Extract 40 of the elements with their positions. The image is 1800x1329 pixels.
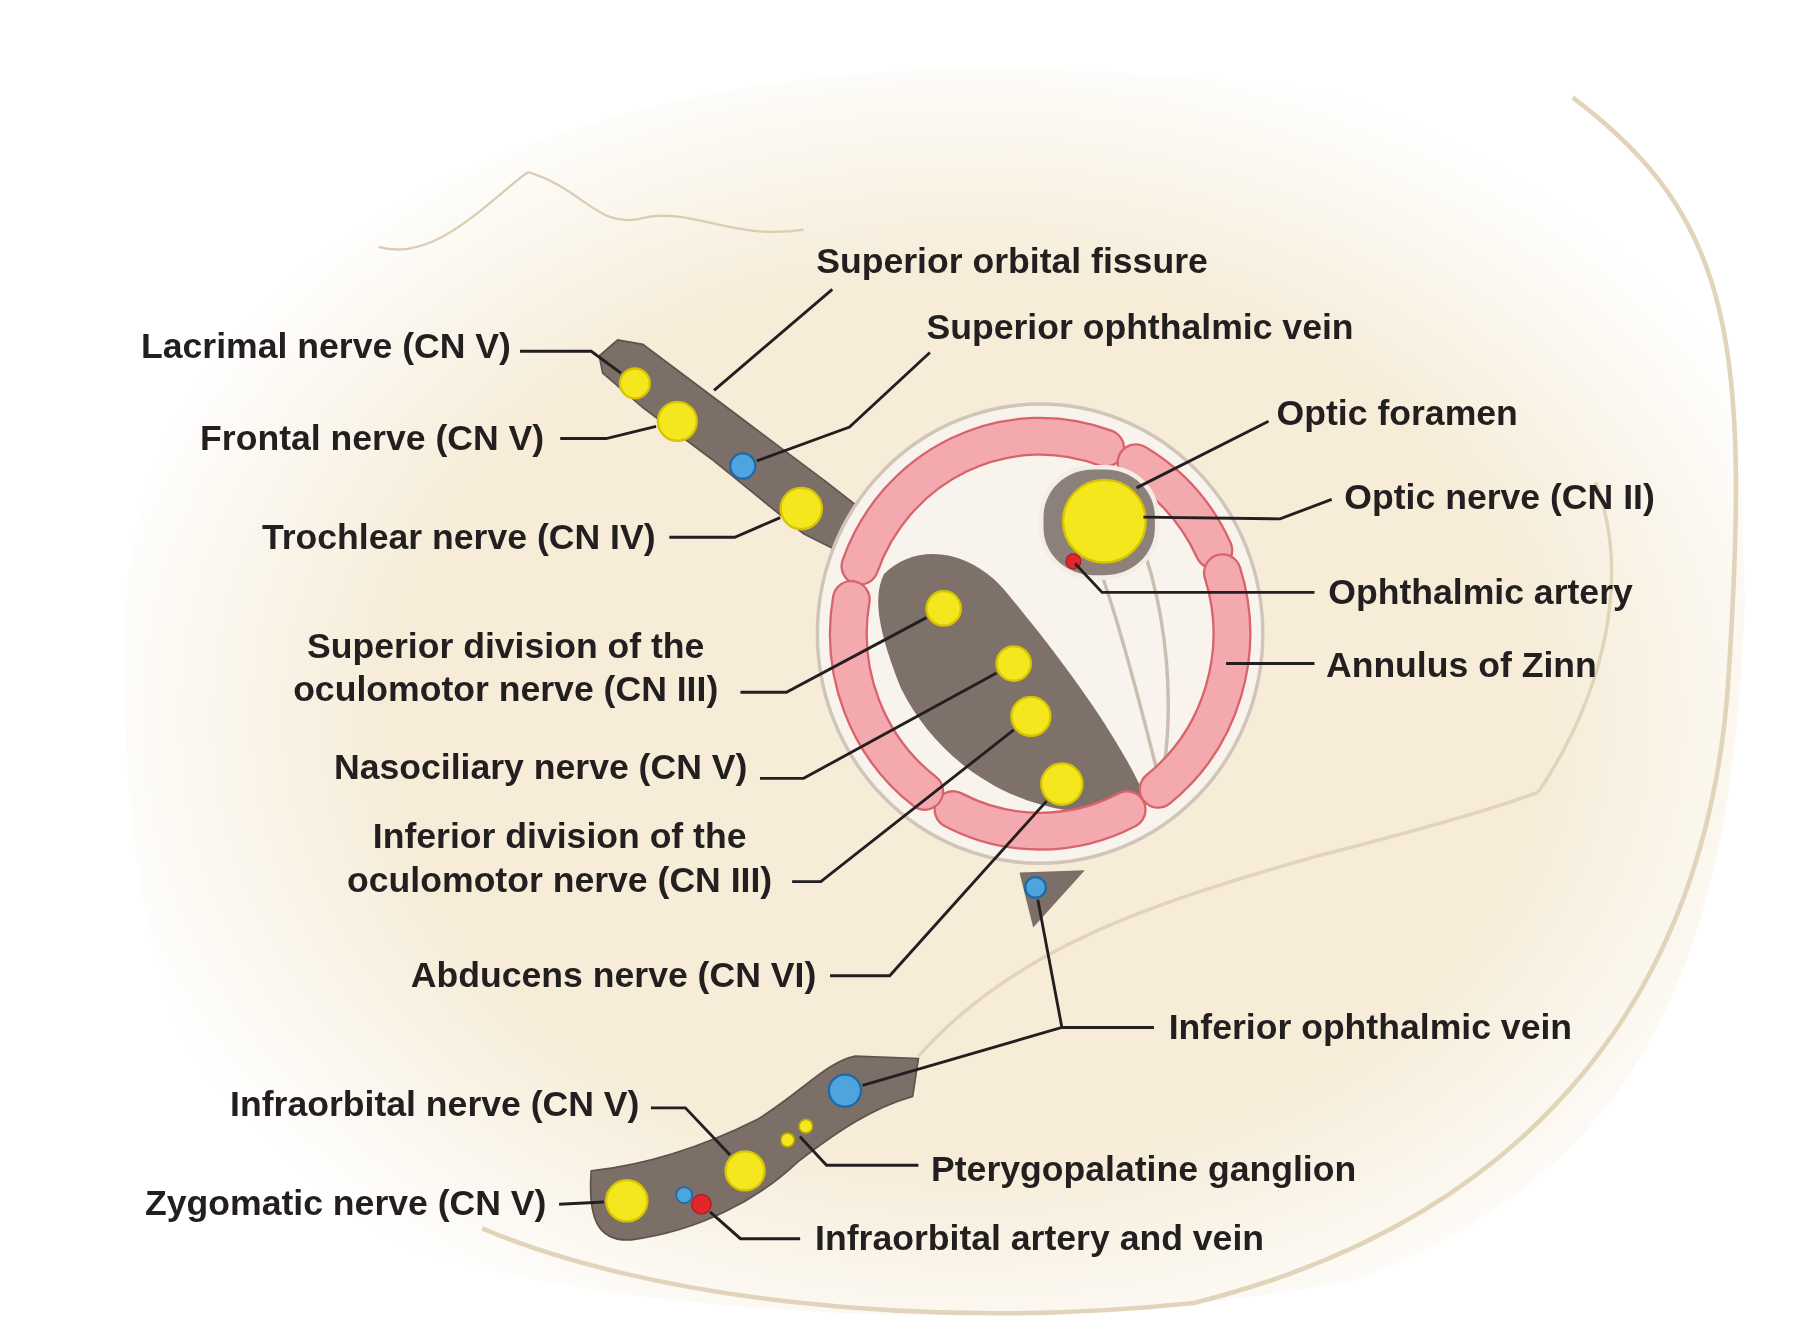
leader-line <box>669 516 781 539</box>
nerve-cross-section <box>1061 478 1147 564</box>
leader-line <box>792 728 1015 884</box>
leader-line <box>1226 662 1315 665</box>
leader-line <box>1143 498 1333 521</box>
structure-label: Infraorbital artery and vein <box>815 1216 1264 1261</box>
structure-label: Superior division of the oculomotor nerve (CN III) <box>284 624 727 712</box>
artery-cross-section <box>1065 553 1082 570</box>
leader-line <box>650 1106 732 1157</box>
structure-label: Trochlear nerve (CN IV) <box>261 515 656 560</box>
structure-label: Inferior division of the oculomotor nerve (CN III) <box>338 815 781 903</box>
structure-label: Optic foramen <box>1276 391 1518 436</box>
leader-line <box>709 1210 801 1241</box>
structure-label: Superior ophthalmic vein <box>926 305 1354 349</box>
structure-label: Zygomatic nerve (CN V) <box>145 1181 547 1225</box>
structure-label: Pterygopalatine ganglion <box>931 1148 1357 1192</box>
ganglion-drawing <box>780 1117 813 1150</box>
leader-line <box>560 425 657 440</box>
leader-line <box>862 1026 1154 1087</box>
leader-line <box>713 288 834 392</box>
structure-label: Abducens nerve (CN VI) <box>410 954 817 998</box>
leader-line <box>760 671 998 780</box>
leader-line <box>740 616 928 694</box>
leader-line <box>559 1200 604 1206</box>
tendon-ring <box>815 401 1266 867</box>
structure-label: Lacrimal nerve (CN V) <box>141 324 511 369</box>
structure-label: Ophthalmic artery <box>1328 570 1633 615</box>
leader-line <box>1074 562 1315 594</box>
structure-label: Frontal nerve (CN V) <box>200 416 545 461</box>
structure-label: Infraorbital nerve (CN V) <box>230 1082 640 1127</box>
structure-label: Nasociliary nerve (CN V) <box>333 746 748 790</box>
structure-label: Inferior ophthalmic vein <box>1168 1005 1573 1050</box>
leader-line <box>798 1135 919 1167</box>
structure-label: Superior orbital fissure <box>816 239 1208 284</box>
leader-line <box>756 351 931 463</box>
leader-line <box>1135 420 1270 490</box>
leader-line <box>520 349 622 375</box>
leader-line <box>830 800 1048 978</box>
structure-label: Optic nerve (CN II) <box>1344 475 1655 519</box>
structure-label: Annulus of Zinn <box>1325 644 1597 688</box>
